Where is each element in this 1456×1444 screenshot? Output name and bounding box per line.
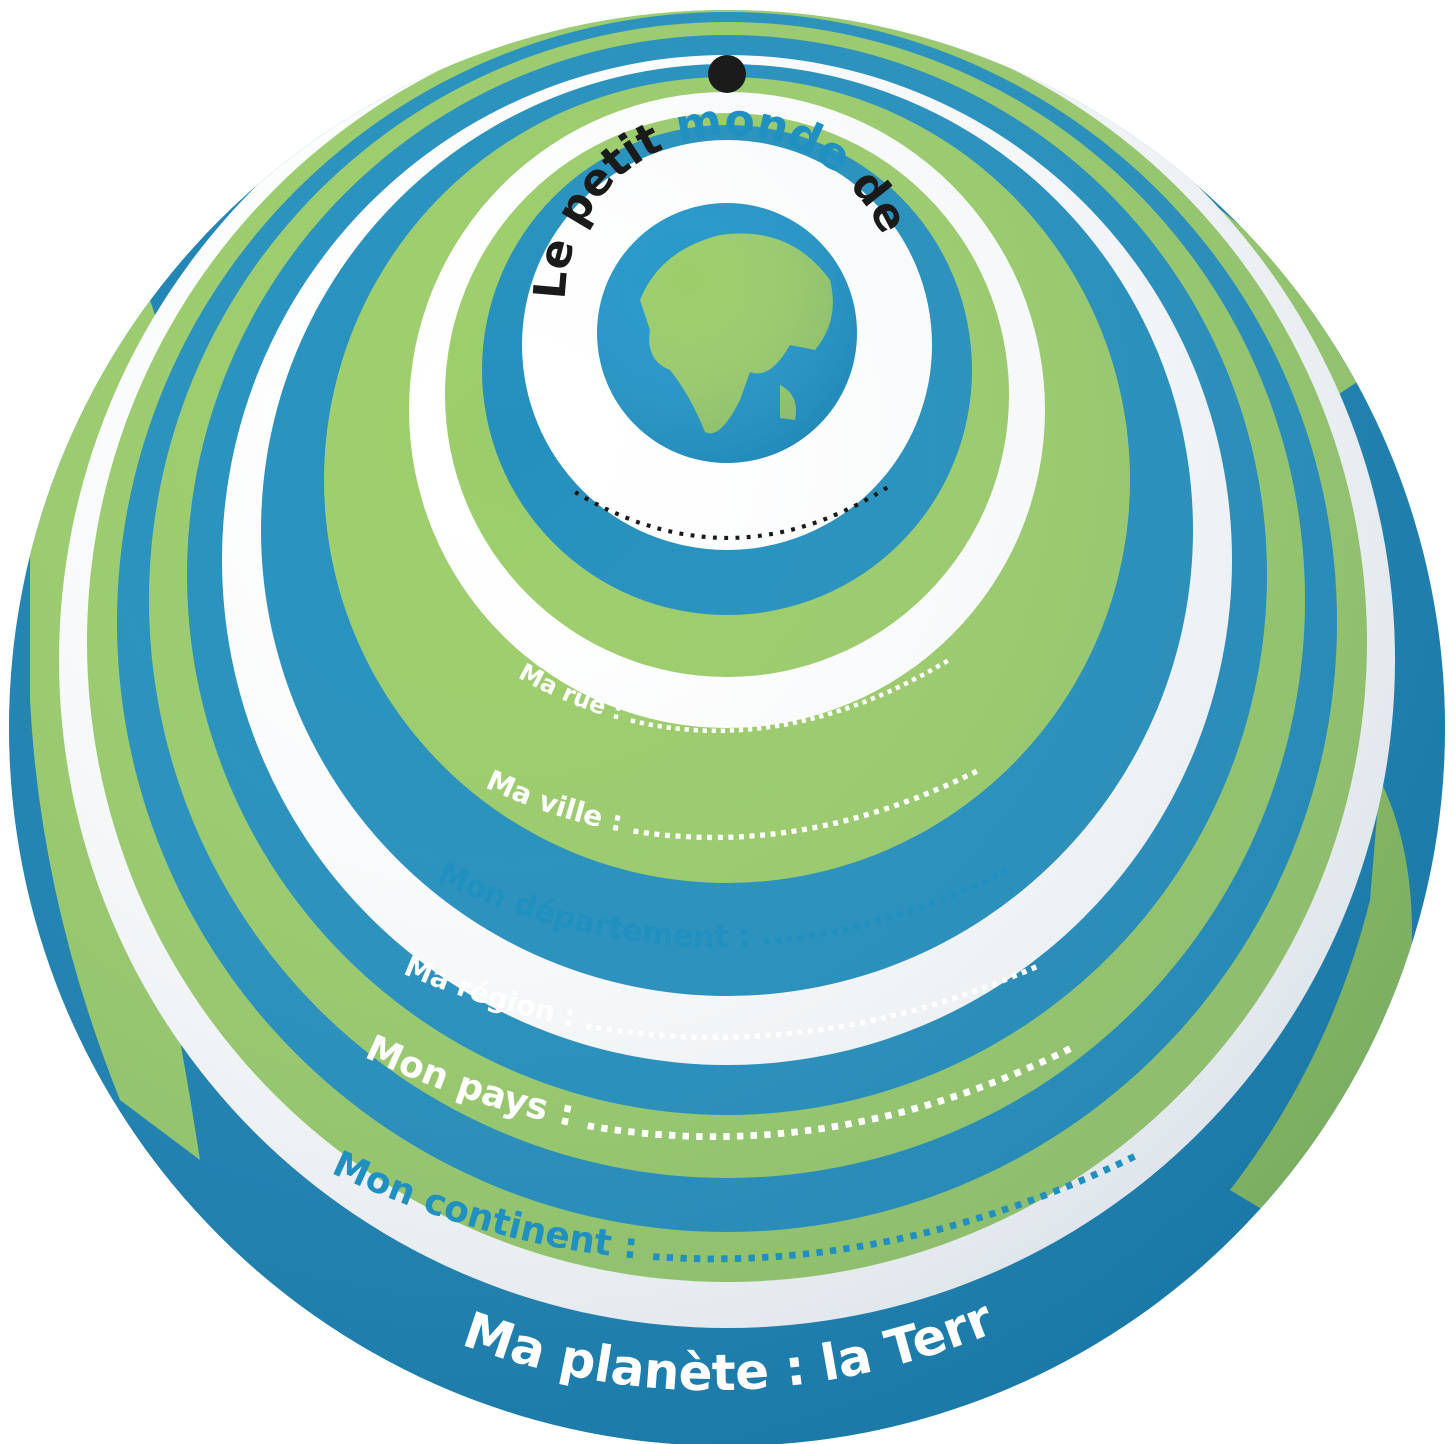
globe-icon: [597, 203, 857, 463]
hanging-hole: [708, 55, 746, 93]
